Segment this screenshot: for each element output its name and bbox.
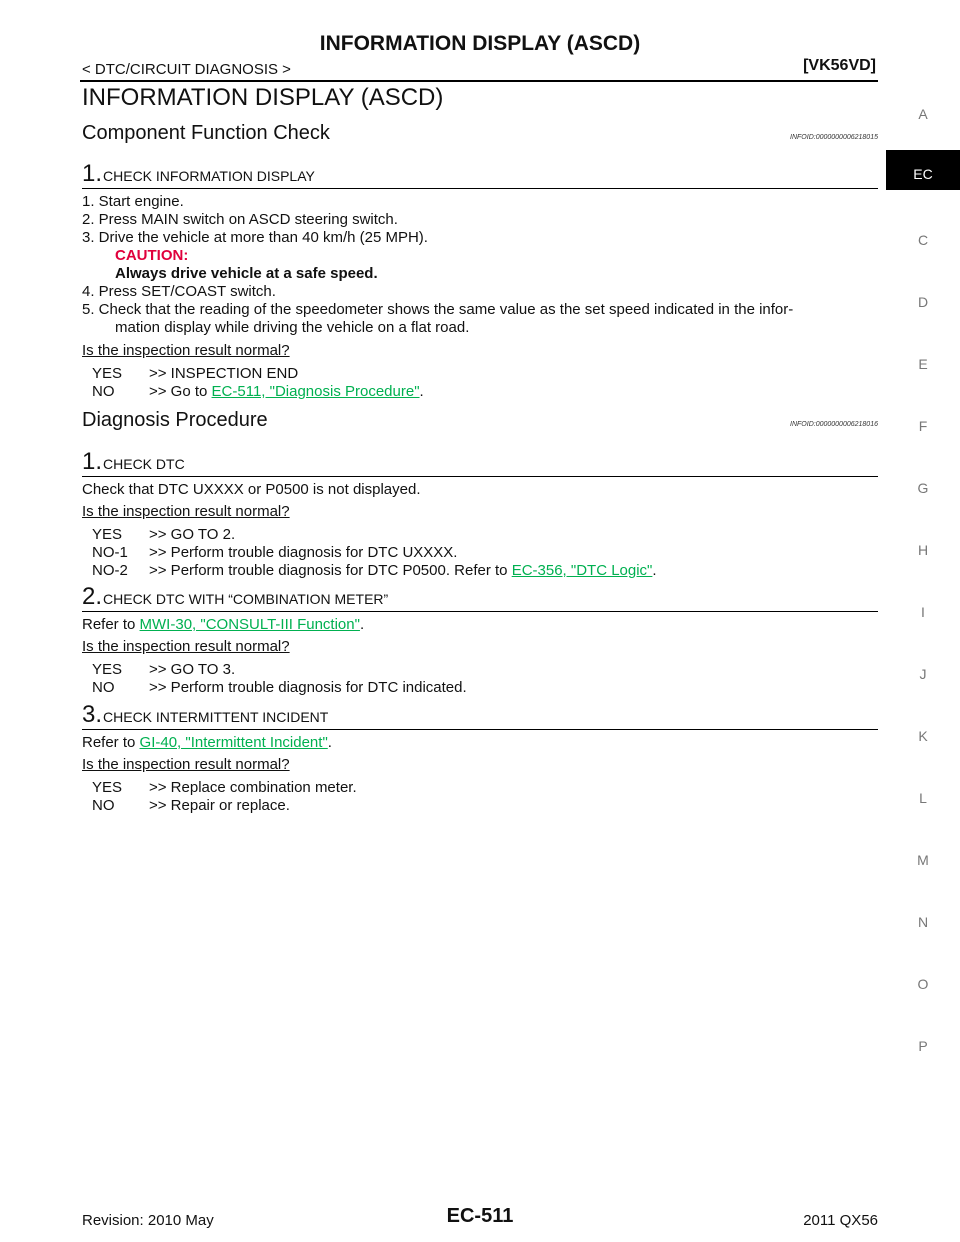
- header-divider: [80, 80, 878, 82]
- step-number: 1.: [82, 448, 103, 475]
- tab-l[interactable]: L: [919, 790, 927, 806]
- link-diagnosis-procedure[interactable]: EC-511, "Diagnosis Procedure": [211, 383, 420, 400]
- link-consult-iii-function[interactable]: MWI-30, "CONSULT-III Function": [139, 616, 360, 633]
- step-number: 1.: [82, 160, 103, 187]
- tab-e[interactable]: E: [918, 356, 928, 372]
- instruction-line: 3. Drive the vehicle at more than 40 km/…: [82, 229, 428, 246]
- header-title: INFORMATION DISPLAY (ASCD): [319, 32, 641, 55]
- tab-d[interactable]: D: [917, 294, 929, 310]
- inspection-question: Is the inspection result normal?: [82, 638, 290, 655]
- step-check-information-display: 1.CHECK INFORMATION DISPLAY: [82, 160, 878, 189]
- link-intermittent-incident[interactable]: GI-40, "Intermittent Incident": [139, 734, 328, 751]
- answer-no: NO>> Perform trouble diagnosis for DTC i…: [92, 679, 467, 696]
- info-id: INFOID:0000000006218015: [790, 134, 878, 141]
- refer-line: Refer to MWI-30, "CONSULT-III Function".: [82, 616, 365, 633]
- tab-p[interactable]: P: [918, 1038, 928, 1054]
- answer-yes: YES>> GO TO 2.: [92, 526, 236, 543]
- step-title: CHECK DTC WITH “COMBINATION METER”: [103, 591, 389, 607]
- instruction-line: 2. Press MAIN switch on ASCD steering sw…: [82, 211, 398, 228]
- instruction-line: 4. Press SET/COAST switch.: [82, 283, 276, 300]
- instruction-line: 1. Start engine.: [82, 193, 184, 210]
- tab-o[interactable]: O: [917, 976, 929, 992]
- breadcrumb: < DTC/CIRCUIT DIAGNOSIS >: [82, 61, 291, 78]
- page-title: INFORMATION DISPLAY (ASCD): [82, 84, 444, 111]
- instruction-line: mation display while driving the vehicle…: [115, 319, 470, 336]
- inspection-question: Is the inspection result normal?: [82, 342, 290, 359]
- inspection-question: Is the inspection result normal?: [82, 503, 290, 520]
- footer-model: 2011 QX56: [803, 1212, 878, 1229]
- instruction-line: 5. Check that the reading of the speedom…: [82, 301, 794, 318]
- info-id: INFOID:0000000006218016: [790, 421, 878, 428]
- refer-line: Refer to GI-40, "Intermittent Incident".: [82, 734, 332, 751]
- step-title: CHECK INTERMITTENT INCIDENT: [103, 709, 329, 725]
- tab-i[interactable]: I: [921, 604, 925, 620]
- step-title: CHECK INFORMATION DISPLAY: [103, 168, 315, 184]
- answer-yes: YES>> INSPECTION END: [92, 365, 299, 382]
- tab-h[interactable]: H: [917, 542, 929, 558]
- step-check-dtc: 1.CHECK DTC: [82, 448, 878, 477]
- link-dtc-logic[interactable]: EC-356, "DTC Logic": [511, 562, 653, 579]
- tab-g[interactable]: G: [917, 480, 929, 496]
- step-number: 2.: [82, 583, 103, 610]
- instruction-line: Check that DTC UXXXX or P0500 is not dis…: [82, 481, 421, 498]
- answer-yes: YES>> GO TO 3.: [92, 661, 236, 678]
- section-title-diagnosis-procedure: Diagnosis Procedure: [82, 409, 268, 431]
- answer-yes: YES>> Replace combination meter.: [92, 779, 357, 796]
- tab-j[interactable]: J: [919, 666, 927, 682]
- step-check-intermittent-incident: 3.CHECK INTERMITTENT INCIDENT: [82, 701, 878, 730]
- model-code: [VK56VD]: [803, 57, 876, 74]
- answer-no: NO>> Go to EC-511, "Diagnosis Procedure"…: [92, 383, 424, 400]
- step-check-dtc-combination-meter: 2.CHECK DTC WITH “COMBINATION METER”: [82, 583, 878, 612]
- answer-no: NO>> Repair or replace.: [92, 797, 290, 814]
- footer-page-number: EC-511: [446, 1205, 514, 1227]
- tab-n[interactable]: N: [917, 914, 929, 930]
- step-title: CHECK DTC: [103, 456, 185, 472]
- tab-f[interactable]: F: [918, 418, 928, 434]
- step-number: 3.: [82, 701, 103, 728]
- footer-revision: Revision: 2010 May: [82, 1212, 214, 1229]
- tab-ec[interactable]: EC: [886, 150, 960, 190]
- caution-label: CAUTION:: [115, 247, 189, 264]
- answer-no-1: NO-1>> Perform trouble diagnosis for DTC…: [92, 544, 458, 561]
- tab-a[interactable]: A: [918, 106, 928, 122]
- section-title-function-check: Component Function Check: [82, 122, 330, 144]
- answer-no-2: NO-2>> Perform trouble diagnosis for DTC…: [92, 562, 657, 579]
- caution-text: Always drive vehicle at a safe speed.: [115, 265, 378, 282]
- tab-k[interactable]: K: [918, 728, 928, 744]
- tab-c[interactable]: C: [917, 232, 929, 248]
- tab-m[interactable]: M: [917, 852, 929, 868]
- inspection-question: Is the inspection result normal?: [82, 756, 290, 773]
